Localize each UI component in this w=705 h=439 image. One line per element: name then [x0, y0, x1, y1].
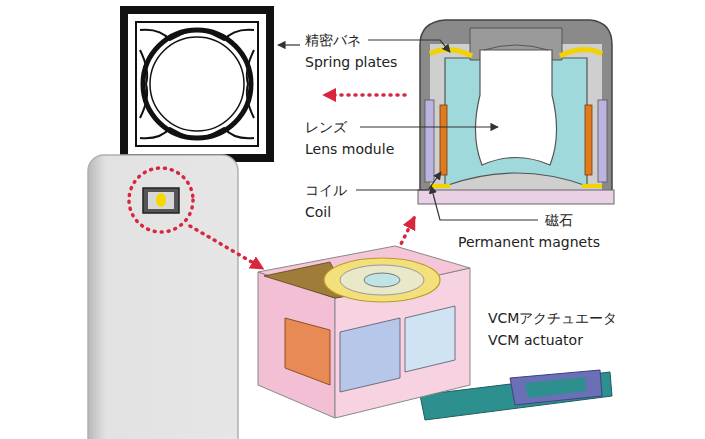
part-label: Coil: [305, 203, 331, 221]
part-label: 磁石: [545, 211, 573, 229]
part-label: VCMアクチュエータ: [488, 309, 617, 327]
vcm-actuator: [258, 246, 612, 420]
part-label: Spring plates: [305, 53, 397, 71]
part-label: VCM actuator: [488, 331, 583, 349]
view-arrows: [190, 95, 414, 268]
cross-section: [418, 20, 614, 204]
part-label: レンズ: [305, 118, 347, 136]
part-label: Permanent magnets: [458, 233, 600, 251]
part-label: コイル: [305, 181, 347, 199]
spring-plate: [120, 10, 274, 158]
leader-lines: [278, 40, 538, 220]
part-label: Lens module: [305, 140, 394, 158]
smartphone: [88, 155, 238, 439]
part-label: 精密バネ: [305, 31, 361, 49]
